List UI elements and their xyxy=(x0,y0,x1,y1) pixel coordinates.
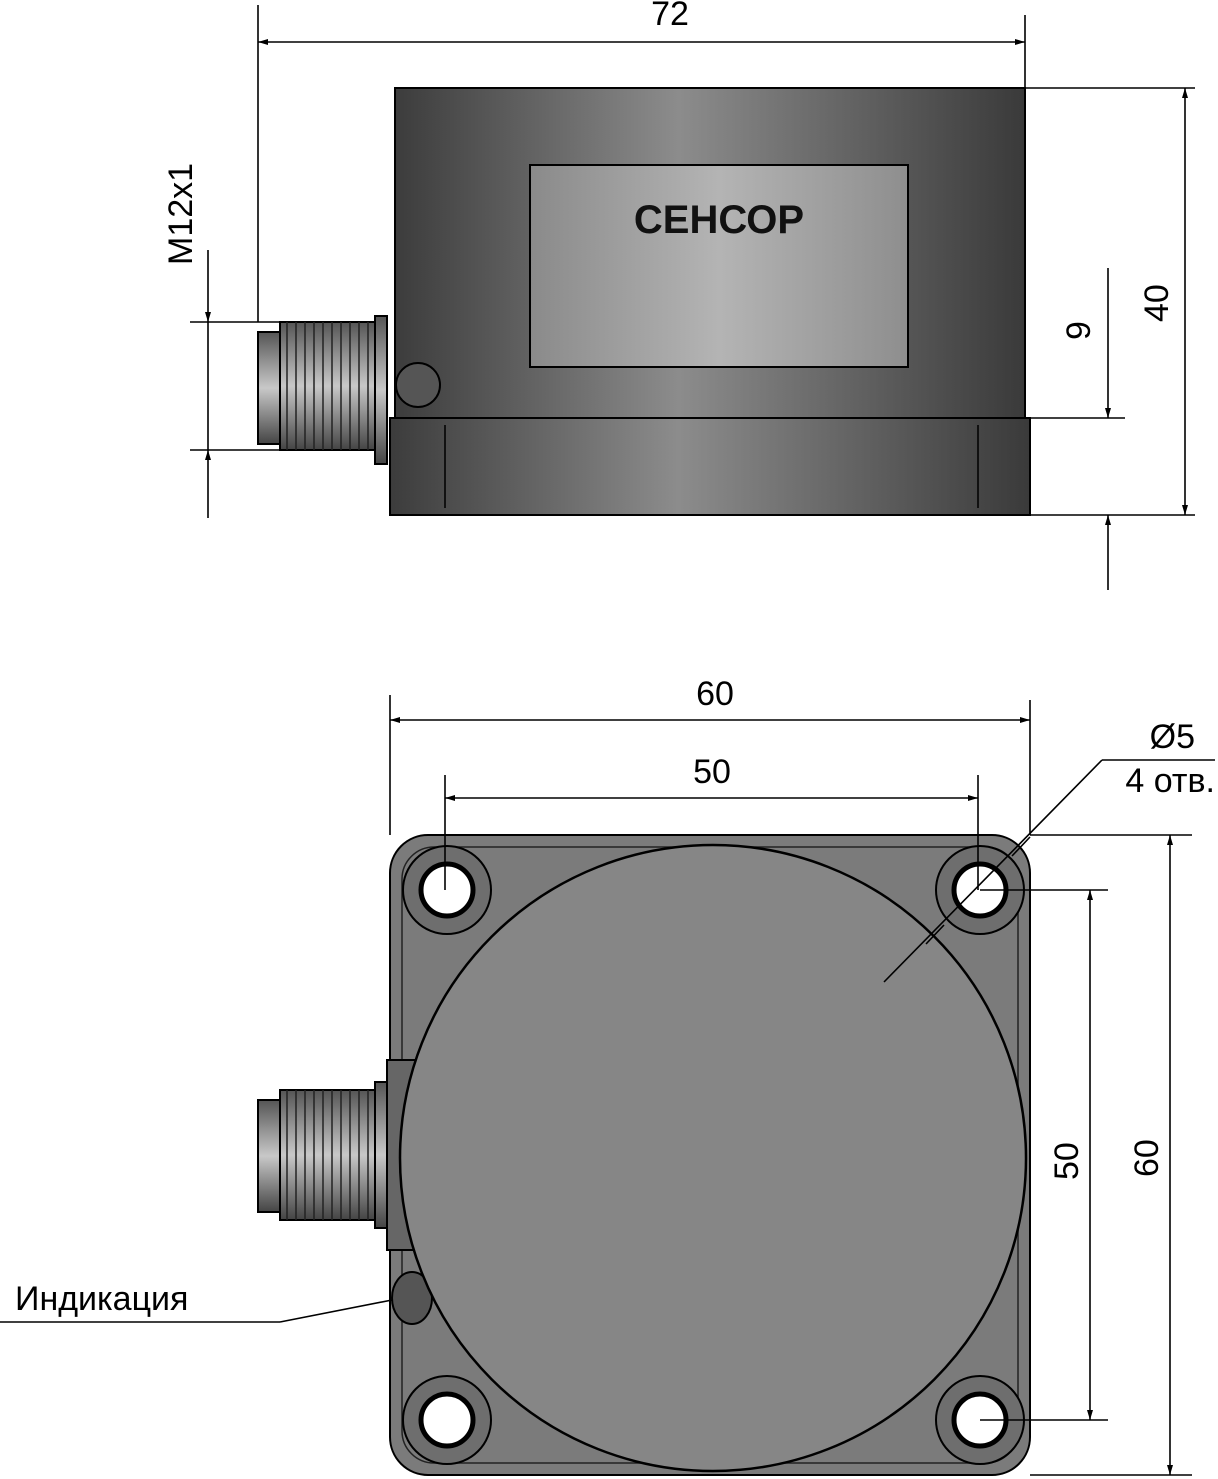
label-panel xyxy=(529,164,909,368)
thread-dim: M12x1 xyxy=(162,163,200,265)
height-dim-40: 40 xyxy=(1138,284,1176,322)
base-plate xyxy=(389,417,1031,516)
side-view: СЕНСОР 72 M12x1 9 40 xyxy=(162,0,1195,590)
top-view: 60 50 50 60 Ø5 4 отв. Индикация xyxy=(0,675,1215,1476)
sensing-face xyxy=(398,843,1028,1473)
connector-top xyxy=(257,1059,433,1325)
width-holes-dim-50: 50 xyxy=(693,753,731,791)
connector-side xyxy=(257,315,441,465)
brand-label: СЕНСОР xyxy=(634,198,804,242)
width-dim-72: 72 xyxy=(651,0,689,33)
indicator-led xyxy=(395,362,441,408)
indicator-label: Индикация xyxy=(15,1280,188,1318)
hole-diameter: Ø5 xyxy=(1150,718,1195,756)
mounting-holes xyxy=(402,845,1025,1465)
base-height-dim-9: 9 xyxy=(1060,321,1098,340)
height-holes-dim-50: 50 xyxy=(1048,1142,1086,1180)
width-outer-dim-60: 60 xyxy=(696,675,734,713)
hole-count: 4 отв. xyxy=(1125,762,1215,800)
height-outer-dim-60: 60 xyxy=(1128,1139,1166,1177)
